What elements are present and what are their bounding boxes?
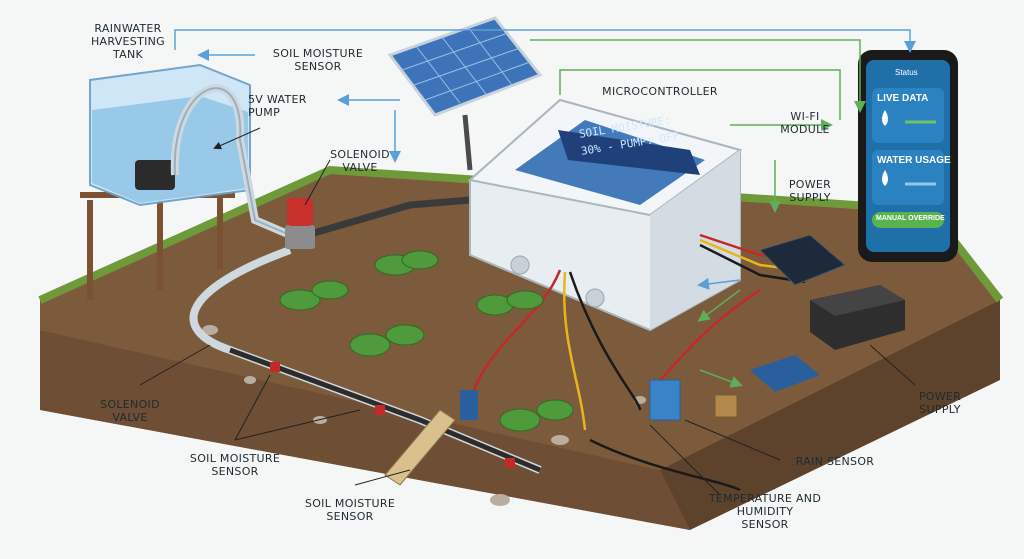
label-power-supply-right: POWER SUPPLY — [918, 390, 962, 416]
phone-water-usage: WATER USAGE — [877, 155, 951, 166]
leader-lines — [139, 127, 916, 496]
label-rain-sensor: RAIN SENSOR — [795, 455, 875, 468]
solar-panel — [387, 16, 543, 171]
rain-sensor — [714, 394, 738, 418]
label-pump: 5V WATER PUMP — [248, 93, 307, 119]
plants — [279, 250, 574, 432]
phone-live-data: LIVE DATA — [877, 93, 929, 104]
hoses — [170, 84, 542, 474]
label-solenoid-top: SOLENOID VALVE — [330, 148, 390, 174]
label-wifi-module: WI-FI MODULE — [780, 110, 830, 136]
soil-block — [38, 165, 1004, 530]
temp-humidity-sensor — [649, 379, 681, 421]
label-solenoid-left: SOLENOID VALVE — [100, 398, 160, 424]
flow-arrows — [174, 29, 916, 388]
small-board — [750, 355, 820, 392]
wires — [468, 233, 806, 492]
solenoid-valve — [285, 198, 315, 249]
microcontroller-enclosure — [467, 98, 743, 332]
label-soil-sensor-mid: SOIL MOISTURE SENSOR — [189, 452, 281, 478]
label-soil-sensor-top: SOIL MOISTURE SENSOR — [272, 47, 364, 73]
label-soil-sensor-bottom: SOIL MOISTURE SENSOR — [304, 497, 396, 523]
rainwater-tank — [89, 63, 251, 207]
label-rainwater-tank: RAINWATER HARVESTING TANK — [90, 22, 165, 61]
wifi-board — [759, 234, 846, 286]
label-temperature-humidity: TEMPERATURE AND HUMIDITY SENSOR — [708, 492, 822, 531]
power-bank — [810, 285, 905, 350]
phone-manual-override: MANUAL OVERRIDE — [876, 215, 945, 222]
soil-moisture-probe — [384, 390, 478, 486]
phone-header: Status — [895, 68, 918, 77]
label-microcontroller: MICROCONTROLLER — [602, 85, 718, 98]
hose-connectors — [270, 362, 515, 468]
smartphone — [858, 50, 958, 262]
label-power-supply-top: POWER SUPPLY — [788, 178, 832, 204]
